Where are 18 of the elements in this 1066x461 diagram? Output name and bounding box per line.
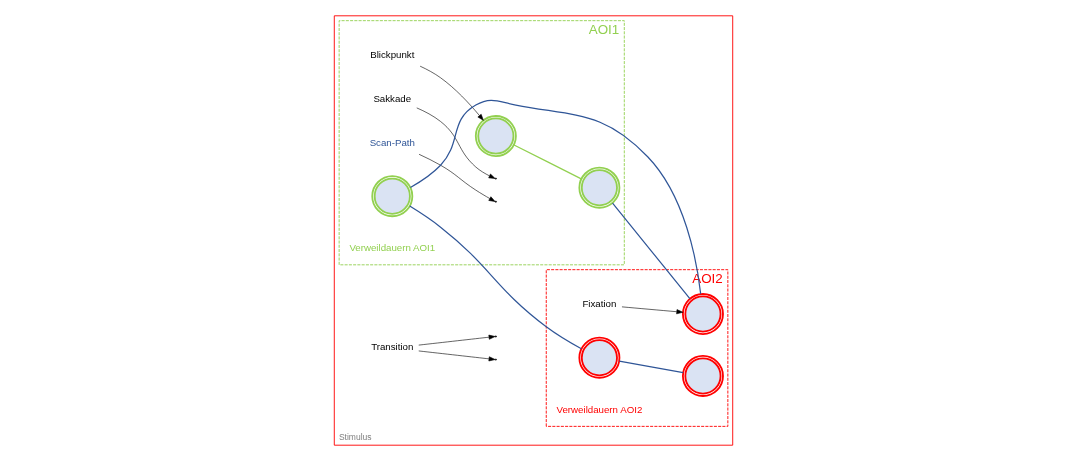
node-label: Verweildauern AOI2 [556,403,642,415]
node-text: Scan-Path [369,136,415,148]
node-text: Fixation [581,298,616,310]
arrow [419,65,484,121]
arrow [418,154,495,202]
arrow [417,350,495,362]
node-text: Sakkade [372,92,411,104]
arrow [621,306,683,315]
connector [611,202,690,300]
connector [409,99,701,295]
arrow [415,107,495,179]
connector [512,144,582,180]
node-label: Verweildauern AOI1 [348,242,435,254]
node-text: Blickpunkt [369,49,414,61]
connector [408,205,582,350]
arrow [417,334,495,346]
node-text: Transition [370,341,413,353]
connector [618,360,684,374]
